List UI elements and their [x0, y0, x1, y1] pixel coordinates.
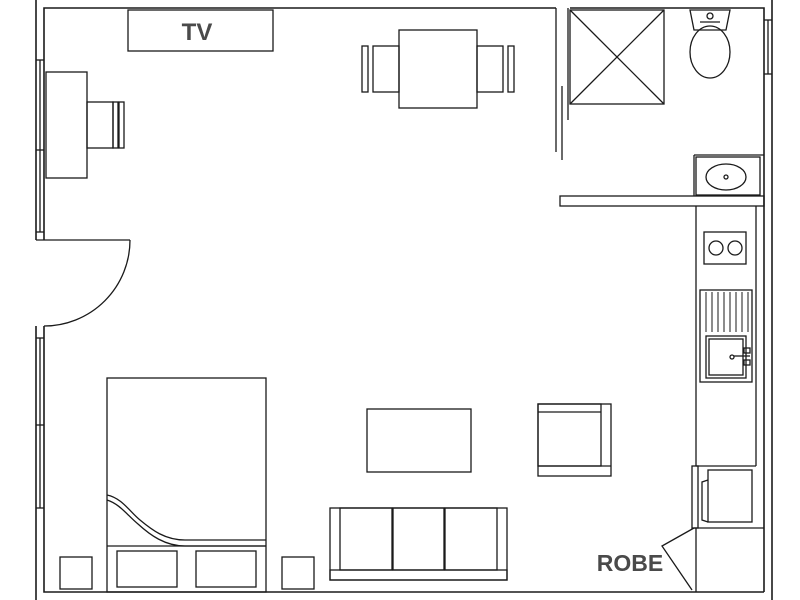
kitchen-counter	[695, 206, 757, 466]
window-right-top	[764, 19, 772, 75]
sofa	[329, 507, 508, 581]
tv-label: TV	[182, 19, 213, 46]
armchair	[537, 403, 612, 477]
pillow-left	[116, 550, 178, 588]
desk	[45, 71, 88, 179]
desk-chair	[86, 101, 125, 149]
window-left-bottom	[36, 337, 44, 509]
tv-unit	[127, 9, 274, 52]
robe	[661, 527, 764, 592]
bed	[106, 377, 267, 593]
dining-chair-right	[476, 45, 515, 93]
toilet	[689, 9, 731, 79]
bedside-table-left	[59, 556, 93, 590]
fridge	[691, 465, 756, 529]
outer-walls	[35, 0, 773, 600]
shower	[569, 9, 665, 105]
window-left-top	[36, 59, 44, 233]
bathroom-walls	[555, 8, 765, 207]
coffee-table	[366, 408, 472, 473]
robe-label: ROBE	[597, 550, 663, 576]
bathroom-basin	[695, 156, 761, 196]
cooktop	[703, 231, 747, 265]
dining-chair-left	[361, 45, 400, 93]
pillow-right	[195, 550, 257, 588]
bedside-table-right	[281, 556, 315, 590]
entry-door	[36, 239, 131, 327]
dining-table	[398, 29, 478, 109]
kitchen-sink	[699, 289, 753, 383]
